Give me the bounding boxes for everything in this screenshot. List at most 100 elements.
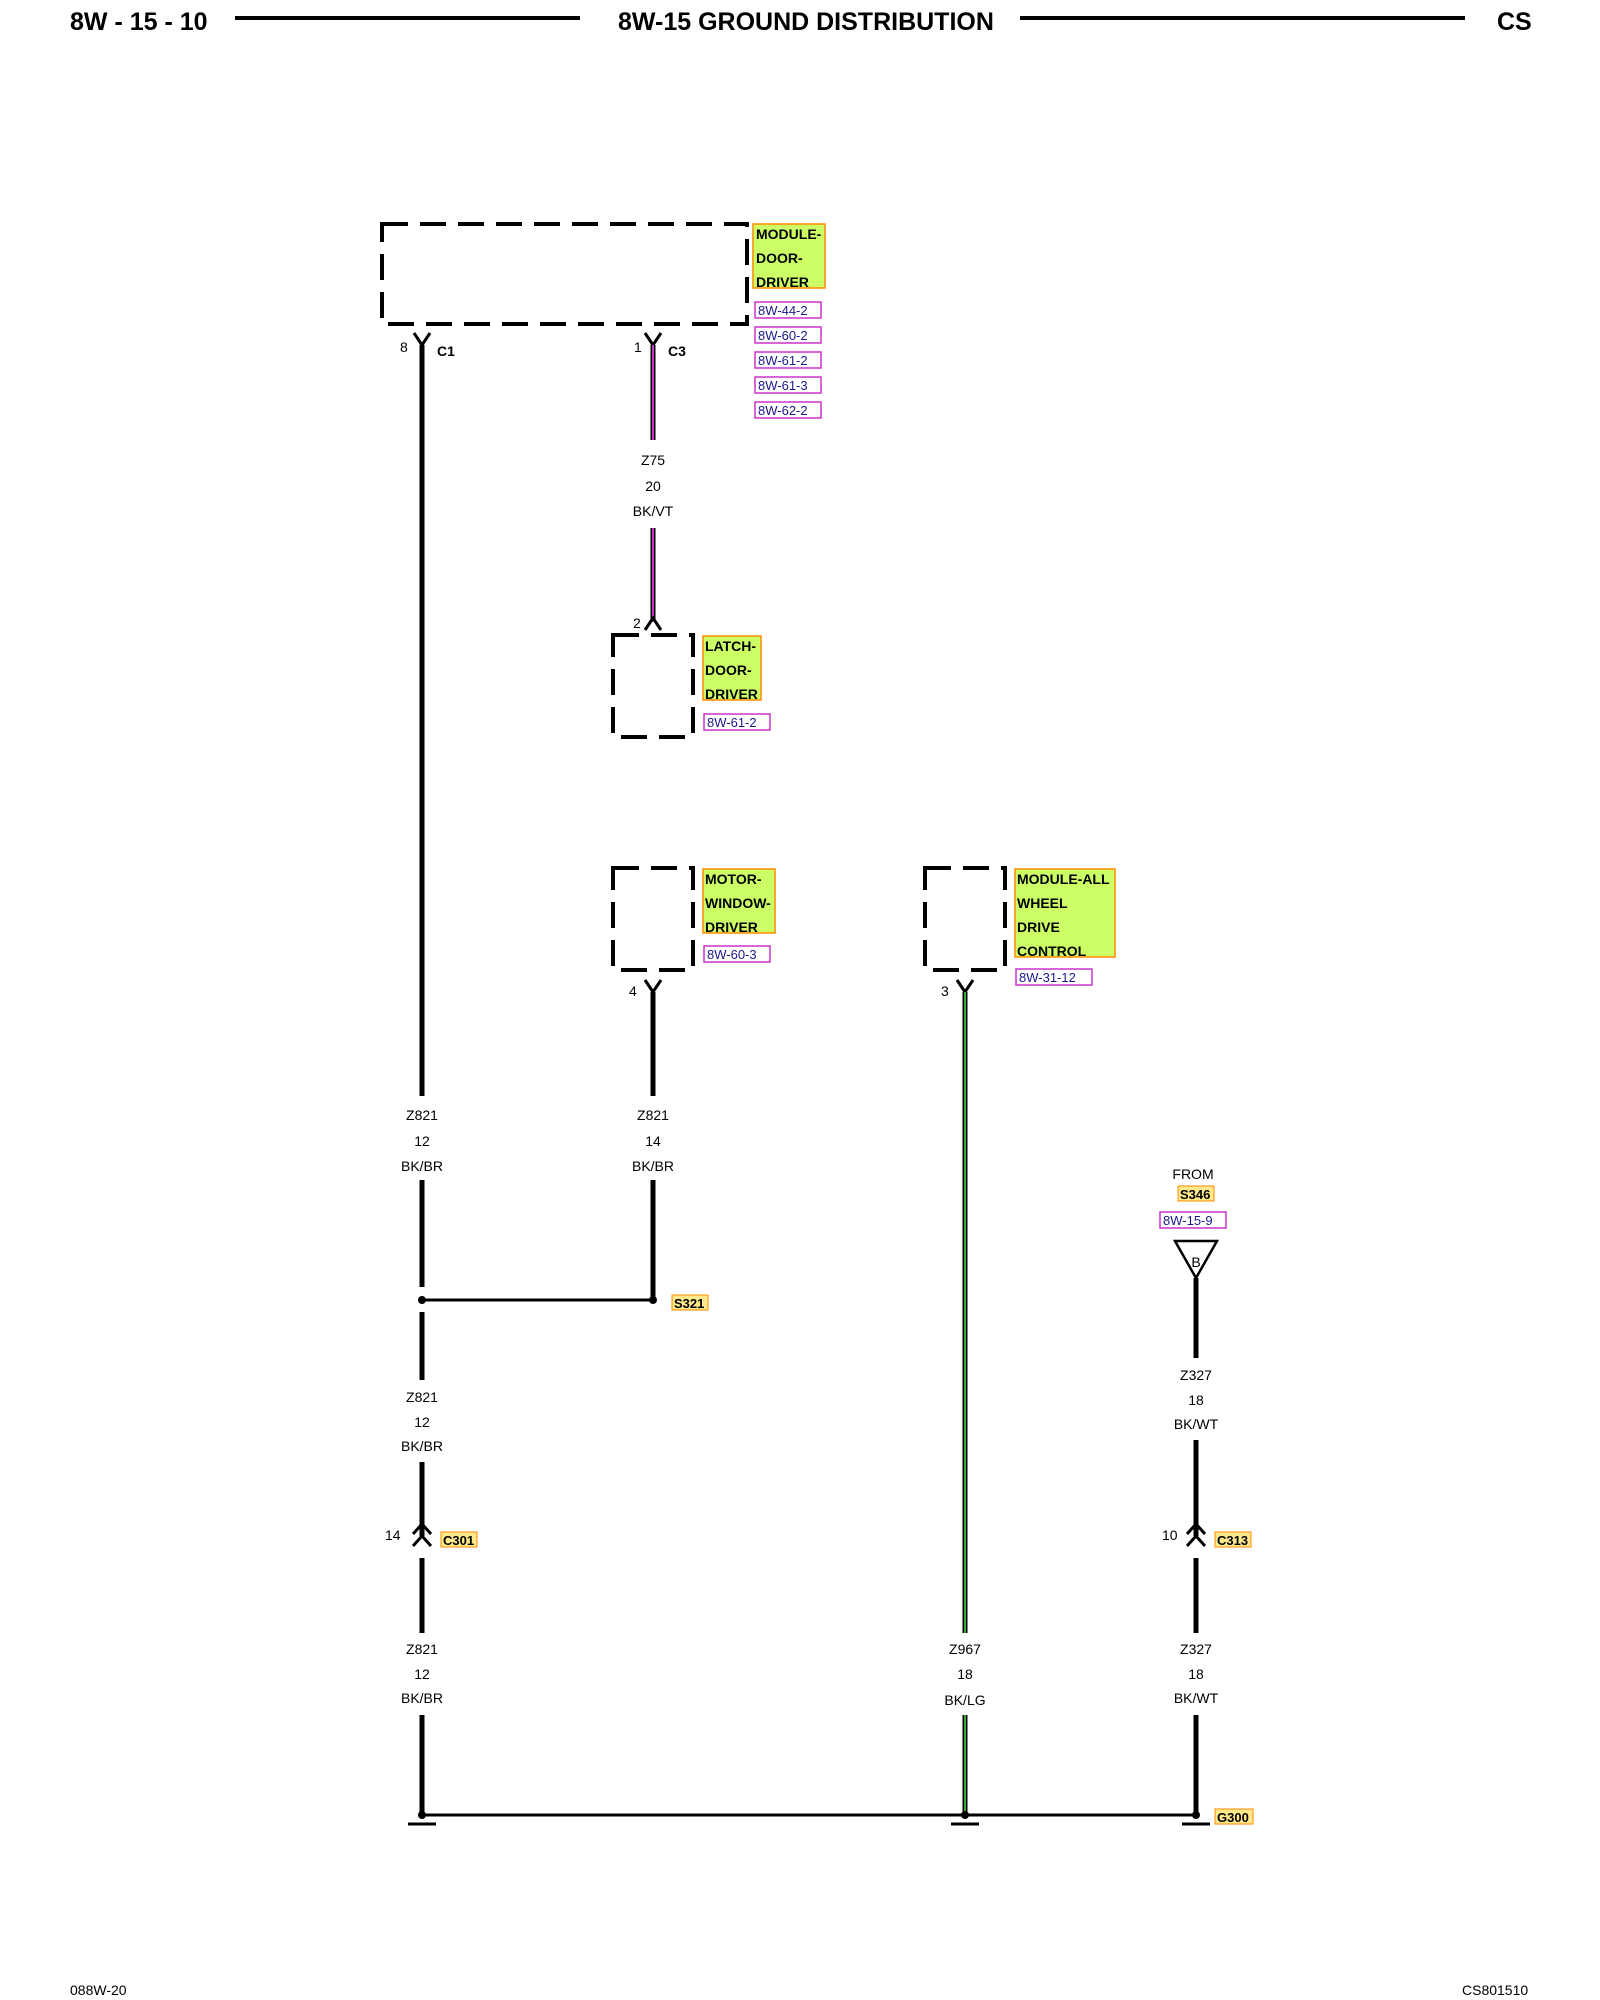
connector-c313-symbol (1185, 1533, 1207, 1548)
pin-number: 3 (941, 983, 949, 999)
s321-label-bg (671, 1294, 709, 1311)
latch-door-driver-name-2: DOOR- (705, 662, 752, 678)
g300-label-bg (1214, 1808, 1254, 1825)
module-awd-control-name-4: CONTROL (1017, 943, 1087, 959)
splice-node (418, 1296, 426, 1304)
s346-label-bg (1177, 1185, 1215, 1202)
wire-color: BK/BR (401, 1690, 443, 1706)
connector-label: C1 (437, 343, 455, 359)
connector-label-c313[interactable]: C313 (1217, 1533, 1248, 1548)
pin-number: 2 (633, 615, 641, 631)
splice-label-s321[interactable]: S321 (674, 1296, 704, 1311)
connector-label-c301[interactable]: C301 (443, 1533, 474, 1548)
connector-awd-symbol (955, 979, 975, 995)
latch-door-driver-name-1: LATCH- (705, 638, 756, 654)
wire-gauge: 18 (957, 1666, 973, 1682)
connector-c3-symbol (643, 332, 663, 348)
connector-motor-symbol (643, 979, 663, 995)
from-label: FROM (1172, 1166, 1213, 1182)
motor-window-driver-name-2: WINDOW- (705, 895, 771, 911)
page-connector-terminal: B (1191, 1254, 1200, 1270)
pin-number: 8 (400, 339, 408, 355)
wire-gauge: 12 (414, 1133, 430, 1149)
wire-gauge: 12 (414, 1414, 430, 1430)
ref-link[interactable]: 8W-60-3 (707, 947, 757, 962)
pin-number: 10 (1162, 1527, 1178, 1543)
latch-door-driver-box[interactable] (611, 633, 695, 739)
motor-window-driver-box[interactable] (611, 866, 695, 972)
latch-ref-box (703, 713, 771, 731)
splice-node (961, 1811, 969, 1819)
connector-c313-symbol (1185, 1521, 1207, 1536)
ref-link[interactable]: 8W-62-2 (758, 403, 808, 418)
module-door-driver-name-3: DRIVER (756, 274, 809, 290)
wire-color: BK/LG (944, 1692, 985, 1708)
ref-link[interactable]: 8W-61-2 (758, 353, 808, 368)
awd-ref-box (1015, 968, 1093, 986)
page-number: 8W - 15 - 10 (70, 8, 208, 36)
page-connector-triangle (1172, 1239, 1220, 1281)
latch-door-driver-label: LATCH- DOOR- DRIVER (702, 635, 762, 702)
section-code: CS (1497, 8, 1532, 36)
module-door-driver-name-2: DOOR- (756, 250, 803, 266)
module-awd-control-box[interactable] (923, 866, 1007, 972)
module-awd-control-name-2: WHEEL (1017, 895, 1068, 911)
wire-color: BK/WT (1174, 1416, 1219, 1432)
ref-link[interactable]: 8W-15-9 (1163, 1213, 1213, 1228)
pin-number: 14 (385, 1527, 401, 1543)
ref-link[interactable]: 8W-44-2 (758, 303, 808, 318)
wire-gauge: 18 (1188, 1666, 1204, 1682)
motor-ref-box (703, 945, 771, 963)
module-awd-control-label: MODULE-ALL WHEEL DRIVE CONTROL (1014, 868, 1116, 959)
wire-circuit: Z327 (1180, 1367, 1212, 1383)
wire-circuit: Z821 (406, 1641, 438, 1657)
wire-gauge: 14 (645, 1133, 661, 1149)
module-awd-control-name-1: MODULE-ALL (1017, 871, 1110, 887)
ground-label-g300[interactable]: G300 (1217, 1810, 1249, 1825)
connector-c301-symbol (411, 1533, 433, 1548)
splice-node (649, 1296, 657, 1304)
motor-window-driver-name-3: DRIVER (705, 919, 758, 935)
wire-circuit: Z327 (1180, 1641, 1212, 1657)
connector-c1-symbol (412, 332, 432, 348)
ref-link[interactable]: 8W-60-2 (758, 328, 808, 343)
pin-number: 1 (634, 339, 642, 355)
latch-door-driver-name-3: DRIVER (705, 686, 758, 702)
splice-node (418, 1811, 426, 1819)
ref-link[interactable]: 8W-61-2 (707, 715, 757, 730)
wire-gauge: 20 (645, 478, 661, 494)
wire-color: BK/VT (633, 503, 674, 519)
figure-id: 088W-20 (70, 1982, 127, 1998)
pin-number: 4 (629, 983, 637, 999)
wire-color: BK/BR (401, 1158, 443, 1174)
module-door-driver-label: MODULE- DOOR- DRIVER (752, 223, 826, 290)
module-door-driver-name-1: MODULE- (756, 226, 822, 242)
wire-circuit: Z967 (949, 1641, 981, 1657)
wire-color: BK/BR (632, 1158, 674, 1174)
wire-color: BK/WT (1174, 1690, 1219, 1706)
page-id: CS801510 (1462, 1982, 1529, 1998)
wire-circuit: Z821 (637, 1107, 669, 1123)
page-title: 8W-15 GROUND DISTRIBUTION (618, 8, 994, 36)
motor-window-driver-label: MOTOR- WINDOW- DRIVER (702, 868, 776, 935)
ref-link[interactable]: 8W-61-3 (758, 378, 808, 393)
splice-label-s346[interactable]: S346 (1180, 1187, 1210, 1202)
ref-link[interactable]: 8W-31-12 (1019, 970, 1076, 985)
c301-label-bg (440, 1531, 478, 1548)
module-awd-control-name-3: DRIVE (1017, 919, 1060, 935)
from-ref-box (1159, 1211, 1227, 1229)
wire-circuit: Z75 (641, 452, 665, 468)
wire-circuit: Z821 (406, 1107, 438, 1123)
wire-color: BK/BR (401, 1438, 443, 1454)
connector-label: C3 (668, 343, 686, 359)
wire-circuit: Z821 (406, 1389, 438, 1405)
splice-node (1192, 1811, 1200, 1819)
module-door-driver-refs[interactable]: 8W-44-2 8W-60-2 8W-61-2 8W-61-3 8W-62-2 (754, 301, 822, 419)
motor-window-driver-name-1: MOTOR- (705, 871, 762, 887)
wire-gauge: 18 (1188, 1392, 1204, 1408)
module-door-driver-box[interactable] (380, 222, 749, 326)
c313-label-bg (1214, 1531, 1252, 1548)
connector-c301-symbol (411, 1521, 433, 1536)
